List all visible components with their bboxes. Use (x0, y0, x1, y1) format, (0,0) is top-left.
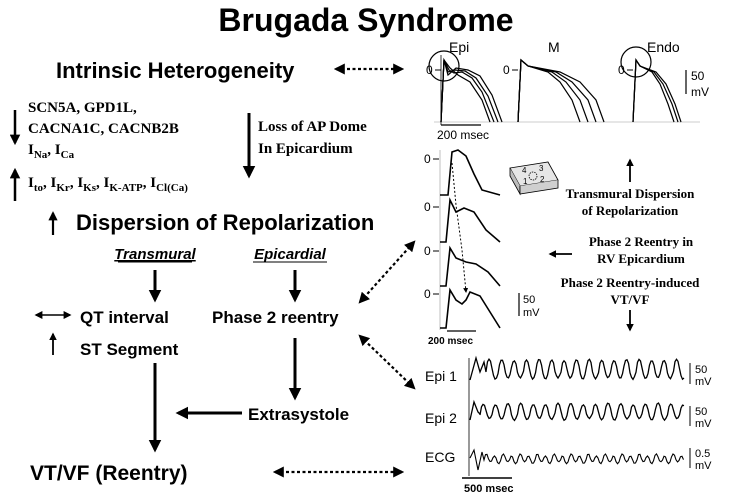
mid-zero-1: 0 (424, 152, 431, 166)
top-time-label: 200 msec (437, 128, 489, 142)
reentry-ap-panel: 0 0 0 0 50 mV 200 msec 4 3 1 (424, 149, 559, 347)
wedge-prep-inset: 4 3 1 2 (509, 161, 559, 196)
inset-num-1: 1 (523, 177, 528, 186)
heterogeneity-label: Intrinsic Heterogeneity (56, 58, 295, 83)
ap-recordings-panel: Epi M Endo 0 0 0 (426, 39, 709, 142)
mid-zero-3: 0 (424, 244, 431, 258)
top-scale-num: 50 (691, 69, 705, 83)
genes-line-1: SCN5A, GPD1L, (28, 100, 137, 116)
inset-num-3: 3 (539, 164, 544, 173)
st-segment-label: ST Segment (80, 340, 179, 359)
epi-notch-circle (428, 50, 460, 82)
mid-zero-2: 0 (424, 200, 431, 214)
phase2-dotted-arrow-down (358, 334, 416, 390)
top-scale-unit: mV (691, 85, 709, 99)
mid-ap-traces (440, 149, 501, 329)
extrasystole-label: Extrasystole (248, 405, 349, 424)
epi2-scale-unit: mV (695, 418, 712, 430)
transmural-disp-line-1: Transmural Dispersion (566, 186, 695, 201)
mid-scale-num: 50 (523, 294, 535, 306)
genes-line-2: CACNA1C, CACNB2B (28, 121, 179, 137)
ecg-scale-num: 0.5 (695, 448, 710, 460)
loss-dome-line-2: In Epicardium (258, 141, 353, 157)
bottom-time-label: 500 msec (464, 483, 514, 495)
m-zero-label: 0 (503, 63, 510, 77)
epi1-scale-num: 50 (695, 364, 707, 376)
m-ap-traces (517, 58, 605, 123)
endo-zero-label: 0 (618, 63, 625, 77)
inset-num-2: 2 (540, 175, 545, 184)
transmural-label: Transmural (114, 246, 196, 263)
endo-ap-traces (632, 58, 682, 123)
rv-reentry-line-1: Phase 2 Reentry in (589, 234, 694, 249)
trace-label-epi2: Epi 2 (425, 410, 457, 426)
phase2-dotted-arrow-up (358, 240, 416, 304)
trace-label-epi1: Epi 1 (425, 368, 457, 384)
vt-induced-line-1: Phase 2 Reentry-induced (561, 275, 700, 290)
epicardial-label: Epicardial (254, 246, 327, 263)
mid-zero-4: 0 (424, 287, 431, 301)
transmural-disp-line-2: of Repolarization (582, 203, 679, 218)
vt-recordings-panel: Epi 1 Epi 2 ECG 50 mV 50 mV 0.5 mV 500 m… (425, 355, 712, 495)
ecg-trace (469, 448, 685, 471)
endo-label: Endo (647, 39, 680, 55)
epi1-trace (469, 355, 685, 381)
m-label: M (548, 39, 560, 55)
vtvf-label: VT/VF (Reentry) (30, 462, 188, 485)
rv-reentry-line-2: RV Epicardium (597, 251, 685, 266)
epi2-scale-num: 50 (695, 406, 707, 418)
qt-interval-label: QT interval (80, 308, 169, 327)
dispersion-label: Dispersion of Repolarization (76, 210, 374, 235)
mid-time-label: 200 msec (428, 336, 473, 347)
phase2-reentry-label: Phase 2 reentry (212, 308, 339, 327)
inset-num-4: 4 (522, 166, 527, 175)
page-title: Brugada Syndrome (218, 2, 513, 38)
epi1-scale-unit: mV (695, 376, 712, 388)
epi2-trace (469, 399, 685, 422)
ecg-scale-unit: mV (695, 460, 712, 472)
mid-scale-unit: mV (523, 307, 540, 319)
endo-notch-circle (620, 46, 652, 78)
currents-up: Ito, IKr, IKs, IK-ATP, ICl(Ca) (28, 175, 188, 194)
mid-propagation-dotted (451, 162, 469, 293)
vt-induced-line-2: VT/VF (611, 292, 650, 307)
epi-label: Epi (449, 39, 469, 55)
trace-label-ecg: ECG (425, 449, 455, 465)
loss-dome-line-1: Loss of AP Dome (258, 119, 367, 135)
currents-down: INa, ICa (28, 142, 75, 161)
epi-ap-traces (440, 57, 503, 123)
